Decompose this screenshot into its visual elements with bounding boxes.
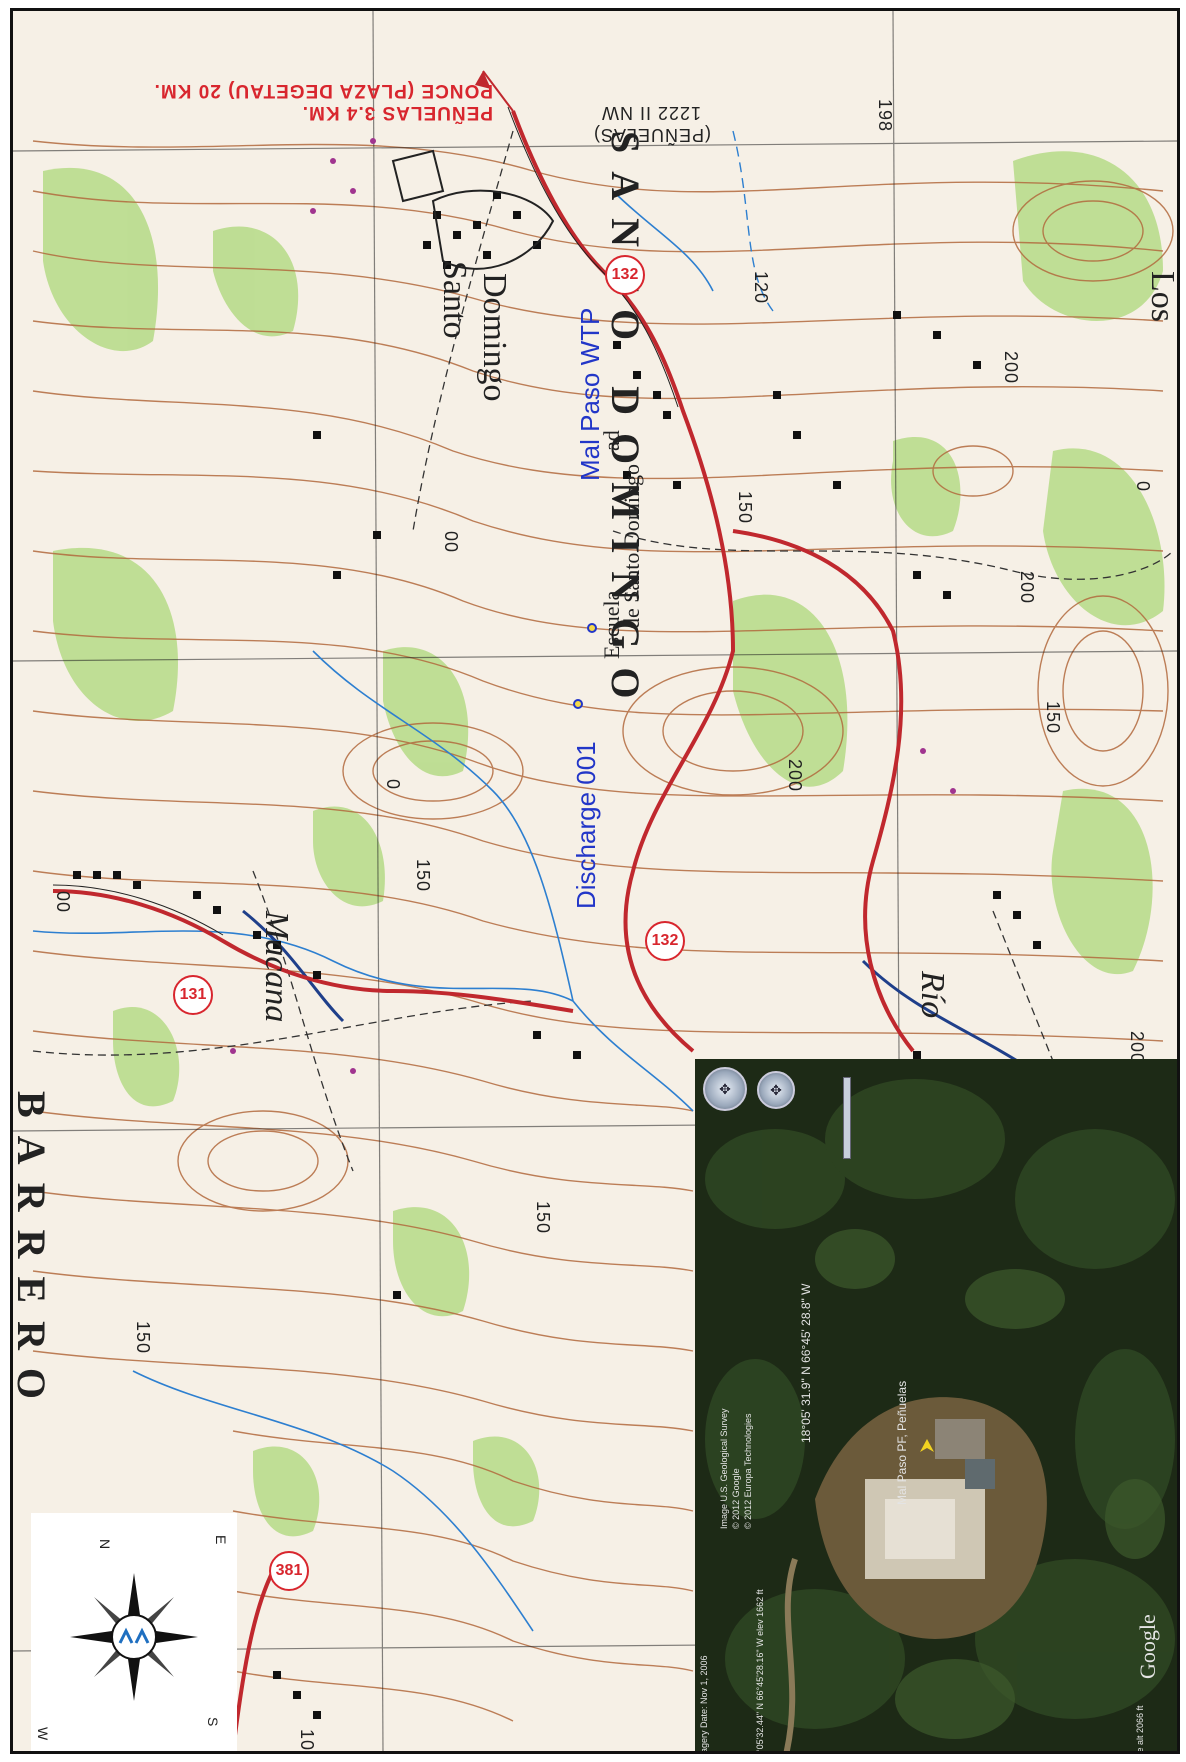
place-los-label: Los [1144, 271, 1180, 322]
contour-label: 0 [1133, 481, 1153, 493]
ponce-arrowhead [475, 71, 491, 89]
streams [32, 190, 1174, 1632]
place-santo-domingo-town-2: Domingo [476, 273, 513, 402]
school-label-2: de Santo Domingo [619, 464, 644, 629]
inset-place-label: Mal Paso PF, Peñuelas [895, 1380, 909, 1505]
compass-e-label: E [213, 1535, 229, 1546]
contour-label: 200 [785, 759, 805, 793]
contour-label: 150 [133, 1321, 153, 1355]
contour-label: 150 [1043, 701, 1063, 735]
quad-code-label: 1222 II NW [600, 103, 701, 123]
place-barrero: BARRERO [10, 1091, 54, 1418]
river-rio-label: Río [914, 971, 951, 1019]
ponce-arrow [482, 70, 514, 112]
arrows-icon: ✥ [719, 1080, 731, 1097]
contour-label: 200 [1001, 351, 1021, 385]
move-icon: ✥ [770, 1081, 782, 1098]
grid-number-label: 198 [875, 99, 895, 133]
contour-label: 00 [53, 891, 73, 914]
inset-coords-label: 18°05' 31.9" N 66°45' 28.8" W [799, 1283, 813, 1443]
route-shield: 381 [269, 1551, 309, 1591]
compass-rose: N E S W [31, 1513, 237, 1751]
compass-icon [70, 1573, 198, 1701]
route-shield: 131 [173, 975, 213, 1015]
ponce-distance-label: PONCE (PLAZA DEGETAU) 20 KM. [153, 80, 493, 101]
contour-label: 200 [1017, 571, 1037, 605]
zoom-slider[interactable] [843, 1077, 851, 1159]
place-santo-domingo-town-1: Santo [436, 261, 473, 339]
roads [52, 110, 915, 1751]
compass-w-label: W [35, 1727, 51, 1742]
move-control[interactable]: ✥ [757, 1071, 795, 1109]
contour-lines [32, 140, 1174, 1722]
buildings [73, 191, 1041, 1719]
contour-label: 150 [735, 491, 755, 525]
town-blocks [391, 149, 555, 270]
wtp-marker[interactable] [587, 623, 597, 633]
school-label-3: ad [599, 430, 624, 451]
contour-label: 00 [441, 531, 461, 554]
boundary-line [732, 130, 774, 312]
look-around-control[interactable]: ✥ [703, 1067, 747, 1111]
road-casings [52, 106, 679, 936]
structure-dots [230, 138, 956, 1074]
contour-label: 0 [383, 779, 403, 791]
wtp-label: Mal Paso WTP [575, 307, 605, 481]
compass-s-label: S [205, 1717, 221, 1728]
discharge-marker[interactable] [573, 699, 583, 709]
contour-label: 150 [413, 859, 433, 893]
inset-credits-2: © 2012 Google [731, 1468, 741, 1529]
map-frame: BARRERO SANTO DOMINGO Santo Domingo Maca… [10, 8, 1180, 1754]
inset-credits-3: © 2012 Europa Technologies [743, 1413, 753, 1529]
google-logo: Google [1135, 1614, 1160, 1679]
satellite-imagery [695, 1059, 1177, 1751]
contour-label: 150 [533, 1201, 553, 1235]
inset-eye-alt: Eye alt 2066 ft [1135, 1705, 1145, 1754]
route-shield: 132 [645, 921, 685, 961]
route-shield: 132 [605, 255, 645, 295]
inset-coords-small: 18°05'32.44" N 66°45'28.16" W elev 1662 … [755, 1589, 765, 1754]
contour-label: 100 [297, 1729, 317, 1754]
inset-imagery-date: Imagery Date: Nov 1, 2006 [699, 1655, 709, 1754]
quad-name-label: (PEÑUELAS) [592, 125, 711, 145]
contour-label: 120 [751, 271, 771, 305]
satellite-inset[interactable]: Mal Paso PF, Peñuelas 18°05' 31.9" N 66°… [695, 1059, 1177, 1754]
inset-credits-1: Image U.S. Geological Survey [719, 1408, 729, 1529]
river-macana-label: Macana [258, 911, 295, 1023]
discharge-label: Discharge 001 [571, 741, 601, 909]
penuelas-distance-label: PEÑUELAS 3.4 KM. [301, 102, 493, 123]
compass-n-label: N [97, 1539, 113, 1551]
